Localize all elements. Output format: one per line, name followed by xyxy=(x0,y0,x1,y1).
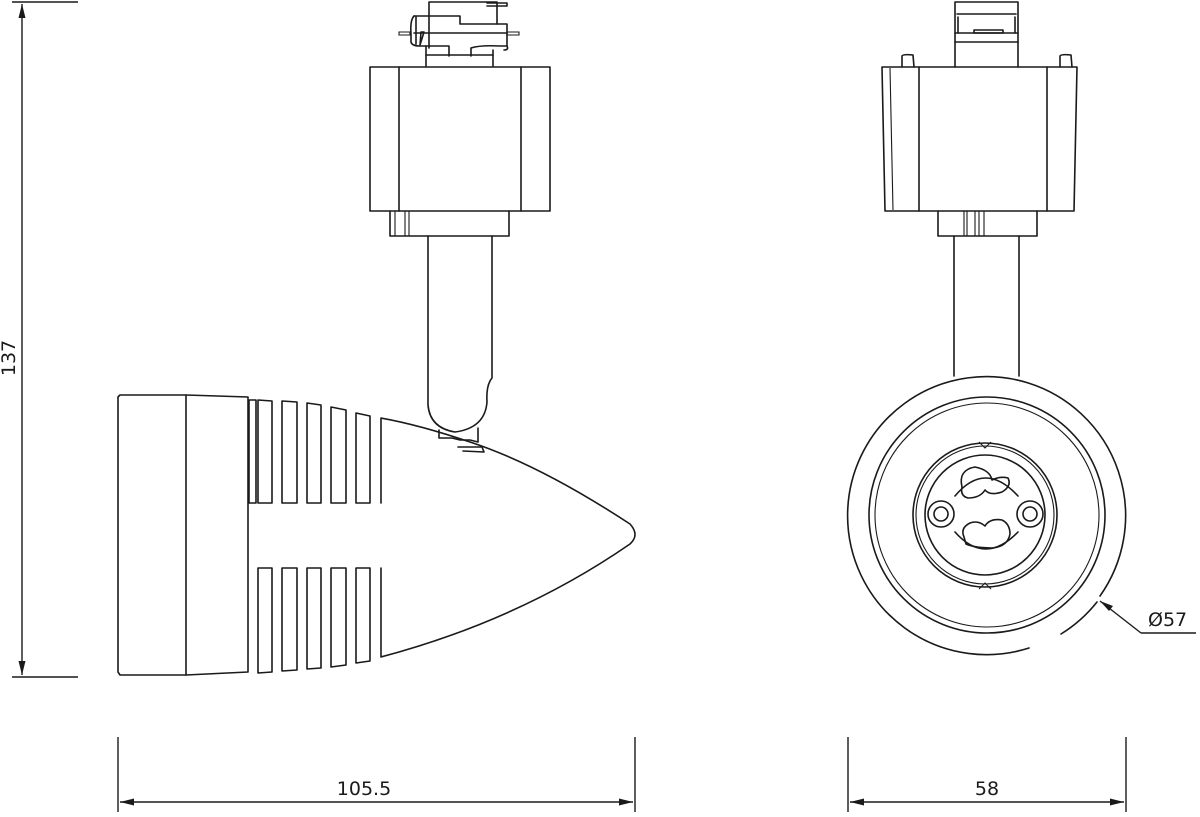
front-view xyxy=(846,1,1127,656)
front-adapter-body xyxy=(881,66,1078,237)
front-width-dimension: 58 xyxy=(847,737,1127,812)
front-width-dimension-label: 58 xyxy=(975,778,999,800)
side-track-connector xyxy=(398,1,520,67)
front-stem xyxy=(953,235,1020,377)
side-length-dimension: 105.5 xyxy=(117,737,636,812)
side-stem xyxy=(427,235,493,453)
side-length-dimension-label: 105.5 xyxy=(337,778,391,800)
height-dimension: 137 xyxy=(0,1,78,678)
diameter-dimension: Ø57 xyxy=(1099,600,1196,634)
height-dimension-label: 137 xyxy=(0,340,20,376)
diameter-dimension-label: Ø57 xyxy=(1148,609,1187,631)
side-view xyxy=(117,1,636,676)
front-track-connector xyxy=(901,1,1073,68)
side-lamp-housing xyxy=(117,394,636,676)
gu10-socket xyxy=(912,441,1058,590)
front-lamp-housing xyxy=(846,375,1127,656)
side-adapter-body xyxy=(369,66,551,237)
